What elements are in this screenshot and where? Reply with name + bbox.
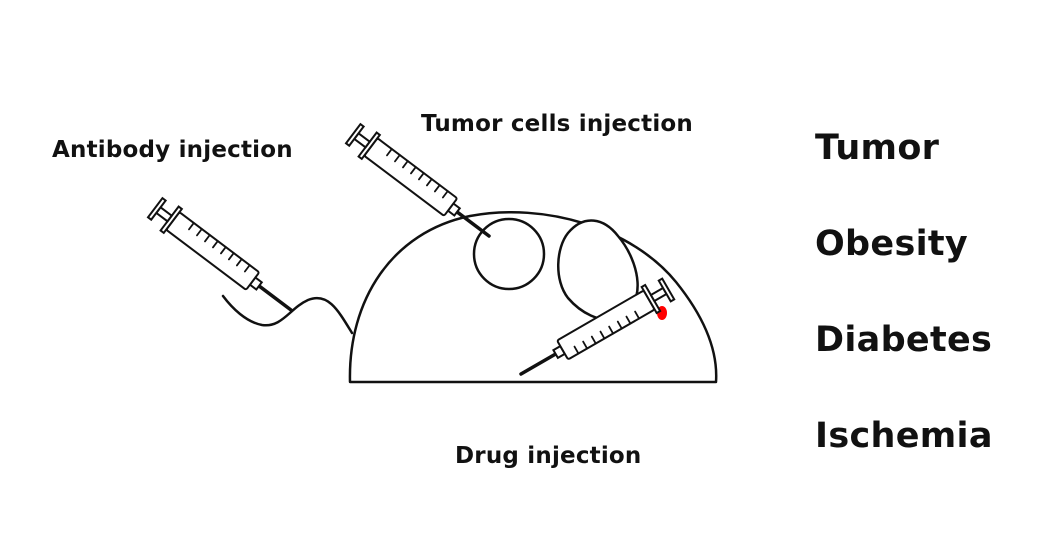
syringe-icon	[144, 193, 302, 324]
antibody-injection-label: Antibody injection	[52, 137, 293, 163]
tumor-cells-injection-label: Tumor cells injection	[421, 111, 693, 137]
condition-tumor: Tumor	[815, 128, 940, 168]
condition-ischemia: Ischemia	[815, 416, 993, 456]
drug-injection-label: Drug injection	[455, 443, 642, 469]
mouse-tail	[221, 294, 354, 335]
tumor-circle	[472, 217, 546, 291]
condition-diabetes: Diabetes	[815, 320, 993, 360]
condition-obesity: Obesity	[815, 224, 969, 264]
